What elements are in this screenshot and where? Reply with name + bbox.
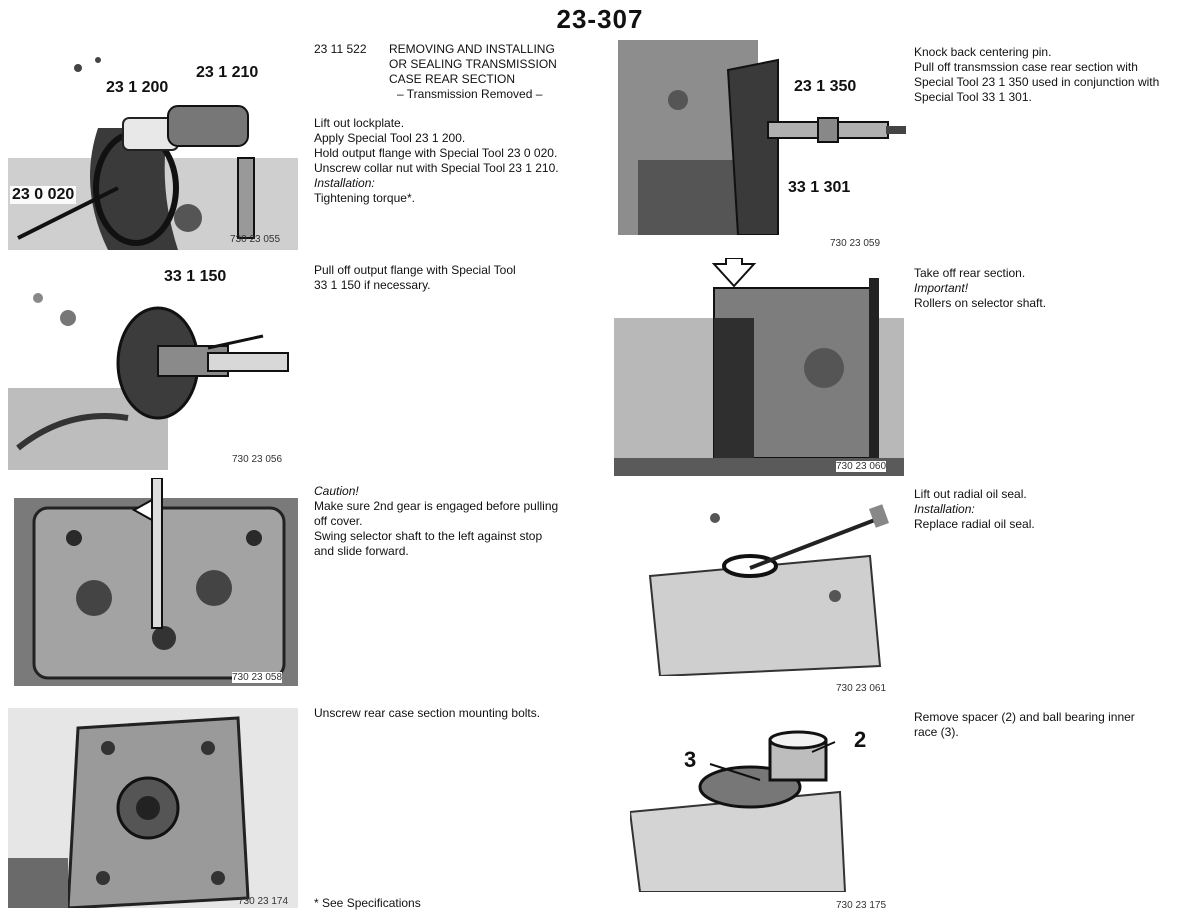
bearing-race-illustration — [630, 730, 847, 892]
step-2-text: Pull off output flange with Special Tool… — [314, 263, 516, 293]
figure-code: 730 23 061 — [836, 683, 887, 694]
text-line: Replace radial oil seal. — [914, 517, 1035, 531]
callout-23-1-210: 23 1 210 — [194, 64, 261, 82]
callout-23-1-350: 23 1 350 — [792, 78, 859, 96]
selector-shaft-illustration — [14, 478, 298, 686]
figure-photo-5: 23 1 350 33 1 301 730 23 059 — [618, 40, 908, 252]
callout-23-1-200: 23 1 200 — [104, 79, 171, 97]
title-line: CASE REAR SECTION — [389, 72, 516, 86]
rear-case-illustration — [8, 708, 298, 908]
footnote-text: * See Specifications — [314, 896, 421, 910]
figure-code: 730 23 175 — [836, 900, 887, 911]
step-4-text: Unscrew rear case section mounting bolts… — [314, 706, 540, 721]
caution-label: Caution! — [314, 484, 359, 498]
figure-photo-2: 33 1 150 730 23 056 — [8, 258, 298, 470]
page-number: 23-307 — [556, 4, 644, 34]
figure-photo-4: 730 23 174 — [8, 708, 298, 908]
text-line: Apply Special Tool 23 1 200. — [314, 131, 466, 145]
figure-photo-3: 730 23 058 — [14, 478, 298, 686]
footnote: * See Specifications — [314, 896, 421, 911]
step-6-text: Take off rear section. Important! Roller… — [914, 266, 1046, 311]
important-label: Important! — [914, 281, 969, 295]
text-line: Special Tool 33 1 301. — [914, 90, 1032, 104]
procedure-subtitle: – Transmission Removed – — [397, 87, 543, 101]
flange-puller-illustration — [8, 293, 289, 470]
callout-23-0-020: 23 0 020 — [10, 186, 77, 204]
callout-33-1-301: 33 1 301 — [786, 179, 853, 197]
text-line: Make sure 2nd gear is engaged before pul… — [314, 499, 559, 513]
text-line: Swing selector shaft to the left against… — [314, 529, 543, 543]
text-line: Remove spacer (2) and ball bearing inner — [914, 710, 1135, 724]
rear-section-illustration — [614, 258, 904, 476]
text-line: Lift out lockplate. — [314, 116, 405, 130]
step-5-text: Knock back centering pin. Pull off trans… — [914, 45, 1159, 105]
text-line: 33 1 150 if necessary. — [314, 278, 431, 292]
installation-label: Installation: — [914, 502, 975, 516]
text-line: and slide forward. — [314, 544, 409, 558]
title-line: OR SEALING TRANSMISSION — [389, 57, 557, 71]
installation-label: Installation: — [314, 176, 375, 190]
figure-photo-6: 730 23 060 — [614, 258, 904, 476]
procedure-code: 23 11 522 — [314, 42, 367, 56]
title-line: REMOVING AND INSTALLING — [389, 42, 555, 56]
callout-33-1-150: 33 1 150 — [162, 268, 229, 286]
transmission-tool-illustration — [8, 57, 298, 250]
text-line: Knock back centering pin. — [914, 45, 1052, 59]
figure-photo-8: 3 2 730 23 175 — [630, 712, 902, 912]
text-line: Pull off output flange with Special Tool — [314, 263, 516, 277]
text-line: Unscrew rear case section mounting bolts… — [314, 706, 541, 720]
figure-code: 730 23 174 — [238, 896, 289, 907]
text-line: Lift out radial oil seal. — [914, 487, 1027, 501]
figure-code: 730 23 060 — [836, 461, 887, 472]
text-line: race (3). — [914, 725, 959, 739]
text-line: Tightening torque*. — [314, 191, 415, 205]
text-line: Pull off transmssion case rear section w… — [914, 60, 1138, 74]
procedure-title: REMOVING AND INSTALLING OR SEALING TRANS… — [389, 42, 557, 102]
step-7-text: Lift out radial oil seal. Installation: … — [914, 487, 1035, 532]
figure-code: 730 23 059 — [830, 238, 881, 249]
step-3-text: Caution! Make sure 2nd gear is engaged b… — [314, 484, 558, 559]
figure-code: 730 23 056 — [232, 454, 283, 465]
step-8-text: Remove spacer (2) and ball bearing inner… — [914, 710, 1135, 740]
step-1-text: Lift out lockplate. Apply Special Tool 2… — [314, 116, 559, 206]
text-line: Hold output flange with Special Tool 23 … — [314, 146, 558, 160]
figure-photo-1: 23 1 210 23 1 200 23 0 020 730 23 055 — [8, 38, 298, 250]
text-line: Unscrew collar nut with Special Tool 23 … — [314, 161, 559, 175]
text-line: off cover. — [314, 514, 363, 528]
figure-code: 730 23 055 — [230, 234, 281, 245]
callout-3: 3 — [682, 747, 699, 772]
text-line: Take off rear section. — [914, 266, 1026, 280]
oil-seal-illustration — [648, 504, 889, 676]
text-line: Special Tool 23 1 350 used in conjunctio… — [914, 75, 1160, 89]
figure-photo-7: 730 23 061 — [640, 496, 902, 696]
case-puller-illustration — [618, 40, 906, 235]
figure-code: 730 23 058 — [232, 672, 283, 683]
procedure-header: 23 11 522 REMOVING AND INSTALLING OR SEA… — [314, 42, 557, 102]
callout-2: 2 — [852, 727, 869, 752]
text-line: Rollers on selector shaft. — [914, 296, 1047, 310]
